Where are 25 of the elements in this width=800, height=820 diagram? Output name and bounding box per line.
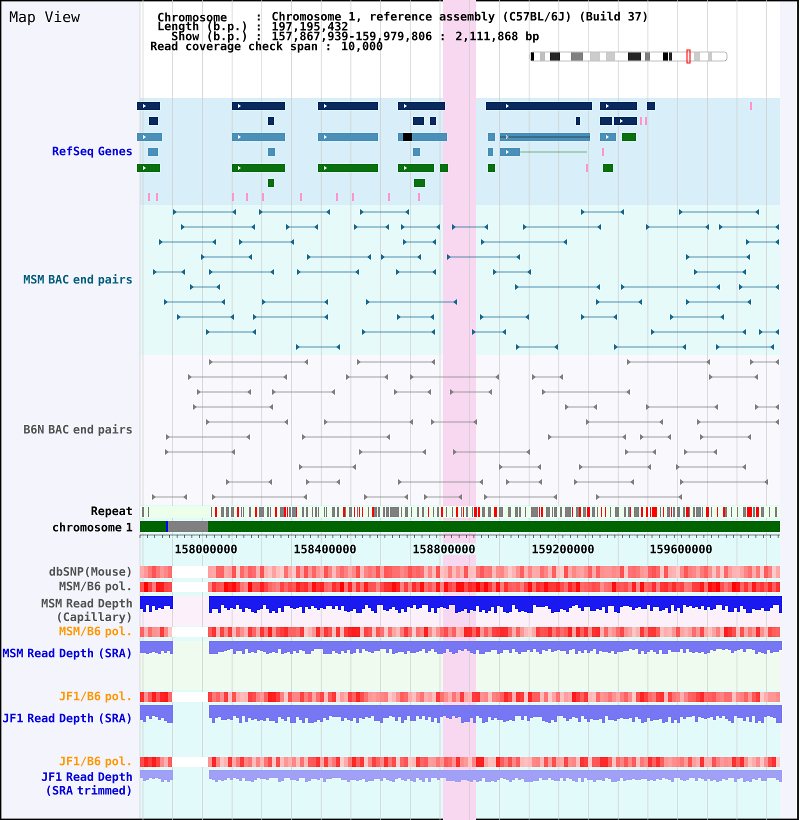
track-label: MSM Read Depth (SRA) (2, 648, 131, 660)
track-label: RefSeq Genes (52, 146, 132, 158)
header-text: : 197,195,432 (258, 22, 348, 32)
axis-tick-label: 158000000 (173, 543, 239, 555)
track-label: chromosome 1 (53, 522, 132, 532)
axis-tick-label: 159600000 (648, 543, 714, 555)
header-text: : Chromosome 1, reference assembly (C57BL/6J) (Build 37) (258, 11, 646, 23)
track-label: dbSNP(Mouse) (49, 566, 131, 578)
track-label: MSM BAC end pairs (24, 274, 132, 286)
axis-tick-label: 158800000 (411, 543, 477, 555)
track-label: B6N BAC end pairs (24, 424, 132, 436)
page-title: Map View (10, 10, 80, 26)
header-text: Length (b.p.) (158, 21, 246, 33)
track-label: Repeat (92, 506, 132, 518)
track-label: JF1 Read Depth (SRA) (3, 713, 131, 725)
track-label: JF1/B6 pol. (60, 691, 130, 703)
track-label: MSM Read Depth (Capillary) (42, 598, 132, 624)
header-text: Chromosome (158, 12, 227, 22)
track-label: JF1/B6 pol. (60, 756, 130, 768)
axis-tick-label: 158400000 (292, 543, 358, 555)
track-label: JF1 Read Depth (SRA trimmed) (42, 772, 132, 796)
track-label: MSM/B6 pol. (60, 626, 130, 638)
track-label: MSM/B6 pol. (60, 581, 130, 593)
axis-tick-label: 159200000 (530, 543, 596, 555)
header-text: : 157,867,939-159,979,806 : 2,111,868 bp (258, 31, 539, 43)
